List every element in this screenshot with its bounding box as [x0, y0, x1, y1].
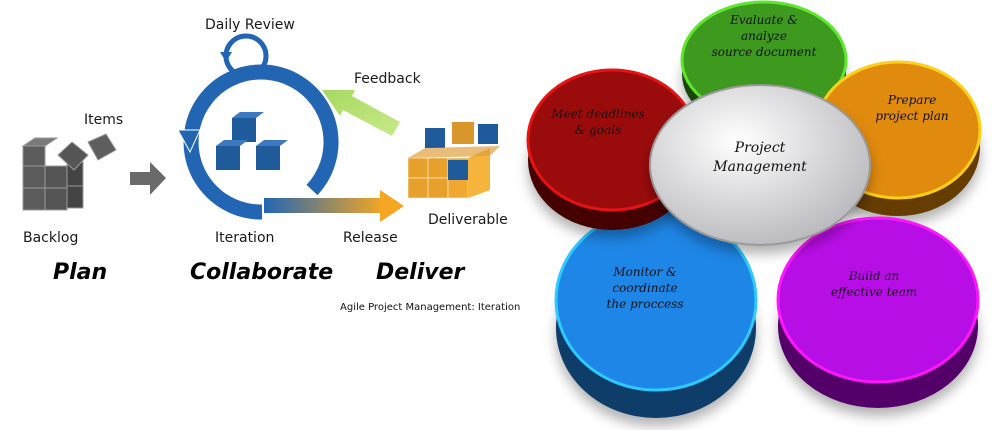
puzzle-piece-label: coordinate: [612, 281, 677, 295]
puzzle-piece-monitor: Monitor & coordinate the proccess: [554, 208, 758, 418]
deliverable-label: Deliverable: [428, 212, 508, 228]
puzzle-piece-label: Evaluate &: [729, 13, 798, 27]
items-label: Items: [84, 112, 124, 128]
phase-collaborate: Collaborate: [190, 260, 334, 285]
puzzle-piece-top: [776, 216, 980, 384]
puzzle-piece-label: & goals: [575, 123, 622, 137]
puzzle-piece-label: Meet deadlines: [550, 107, 644, 121]
feedback-label: Feedback: [354, 71, 421, 87]
feedback-arrow-icon: [322, 90, 400, 136]
diagram-caption: Agile Project Management: Iteration: [340, 302, 521, 313]
phase-deliver: Deliver: [376, 260, 465, 285]
puzzle-piece-label: Build an: [848, 269, 900, 283]
iteration-loop-icon: [177, 64, 404, 222]
release-label: Release: [343, 230, 398, 246]
puzzle-center-piece: Project Management: [649, 84, 871, 246]
puzzle-piece-label: effective team: [831, 285, 917, 299]
iteration-label: Iteration: [215, 230, 275, 246]
puzzle-piece-label: Prepare: [887, 93, 937, 107]
puzzle-piece-label: project plan: [875, 109, 948, 123]
puzzle-piece-build: Build an effective team: [776, 216, 980, 408]
puzzle-piece-label: Monitor &: [612, 265, 677, 279]
center-line-1: Project: [734, 140, 786, 156]
daily-review-label: Daily Review: [205, 17, 295, 33]
puzzle-piece-label: source document: [712, 45, 817, 59]
deliverable-cube-icon: [407, 122, 500, 199]
backlog-cubes-icon: [21, 133, 117, 211]
puzzle-piece-label: the proccess: [607, 297, 684, 311]
plan-arrow-icon: [130, 162, 166, 195]
center-line-2: Management: [712, 159, 807, 175]
phase-plan: Plan: [53, 260, 108, 285]
puzzle-piece-label: analyze: [741, 29, 787, 43]
backlog-label: Backlog: [23, 230, 79, 246]
